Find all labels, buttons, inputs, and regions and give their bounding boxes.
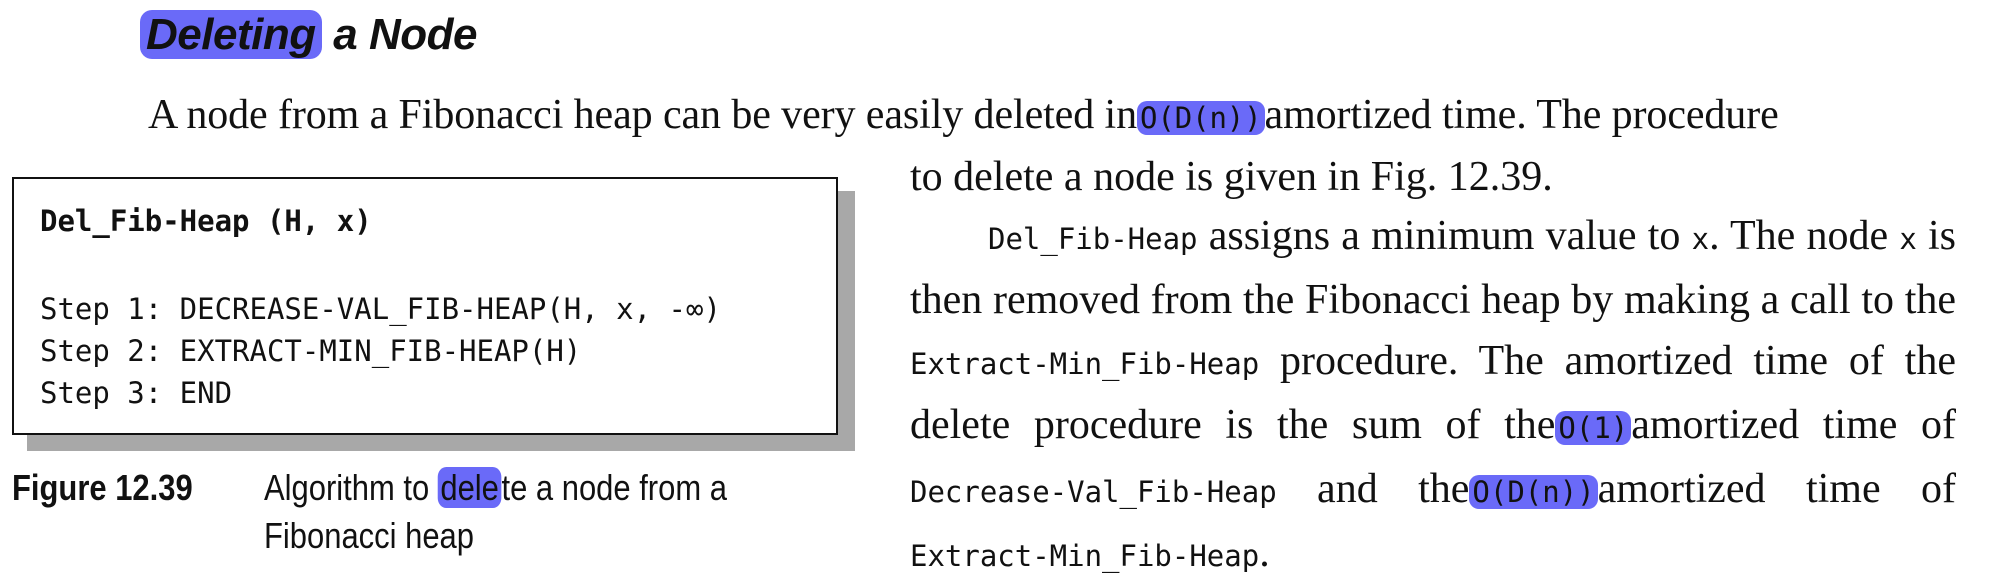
algorithm-step: Step 1: DECREASE-VAL_FIB-HEAP(H, x, -∞) xyxy=(40,292,721,326)
code-del-fib-heap: Del_Fib-Heap xyxy=(988,222,1198,256)
complexity-highlight: O(D(n)) xyxy=(1469,475,1598,509)
code-x: x xyxy=(1691,222,1710,256)
code-x: x xyxy=(1899,222,1917,256)
algorithm-box: Del_Fib-Heap (H, x) Step 1: DECREASE-VAL… xyxy=(12,177,838,435)
intro-text-after: amortized time. The procedure xyxy=(1264,92,1779,138)
caption-highlight: dele xyxy=(437,467,502,508)
intro-continuation: to delete a node is given in Fig. 12.39. xyxy=(910,154,1553,200)
caption-text: Algorithm to xyxy=(264,467,438,508)
complexity-highlight: O(1) xyxy=(1555,411,1632,445)
paragraph-text: procedure. The amortized time of the del… xyxy=(910,338,1956,448)
body-paragraph: Del_Fib-Heap assigns a minimum value to … xyxy=(910,206,1956,587)
paragraph-text: is then removed from the Fibonacci heap … xyxy=(910,213,1956,323)
paragraph-text: . xyxy=(1259,530,1270,576)
paragraph-text: and the xyxy=(1276,466,1470,512)
code-extract-min: Extract-Min_Fib-Heap xyxy=(910,539,1260,573)
algorithm-title: Del_Fib-Heap (H, x) xyxy=(40,204,372,238)
intro-text: A node from a Fibonacci heap can be very… xyxy=(148,92,1137,138)
intro-paragraph: A node from a Fibonacci heap can be very… xyxy=(148,84,1956,149)
heading-highlight: Deleting xyxy=(140,10,322,59)
paragraph-text: amortized time of xyxy=(1597,466,1956,512)
algorithm-step: Step 2: EXTRACT-MIN_FIB-HEAP(H) xyxy=(40,334,582,368)
caption-text: te a node from a xyxy=(501,467,727,508)
paragraph-text: amortized time of xyxy=(1631,402,1957,448)
algorithm-step: Step 3: END xyxy=(40,376,233,410)
paragraph-text: . The node xyxy=(1709,213,1900,259)
complexity-highlight: O(D(n)) xyxy=(1137,101,1265,135)
section-heading: Deleting a Node xyxy=(140,6,478,64)
code-decrease-val: Decrease-Val_Fib-Heap xyxy=(910,475,1277,509)
heading-rest: a Node xyxy=(321,10,477,59)
figure-caption: Algorithm to delete a node from a Fibonac… xyxy=(264,464,727,560)
code-extract-min: Extract-Min_Fib-Heap xyxy=(910,347,1260,381)
figure-label: Figure 12.39 xyxy=(12,467,193,508)
caption-text-line2: Fibonacci heap xyxy=(264,515,474,556)
paragraph-text: assigns a minimum value to xyxy=(1197,213,1692,259)
